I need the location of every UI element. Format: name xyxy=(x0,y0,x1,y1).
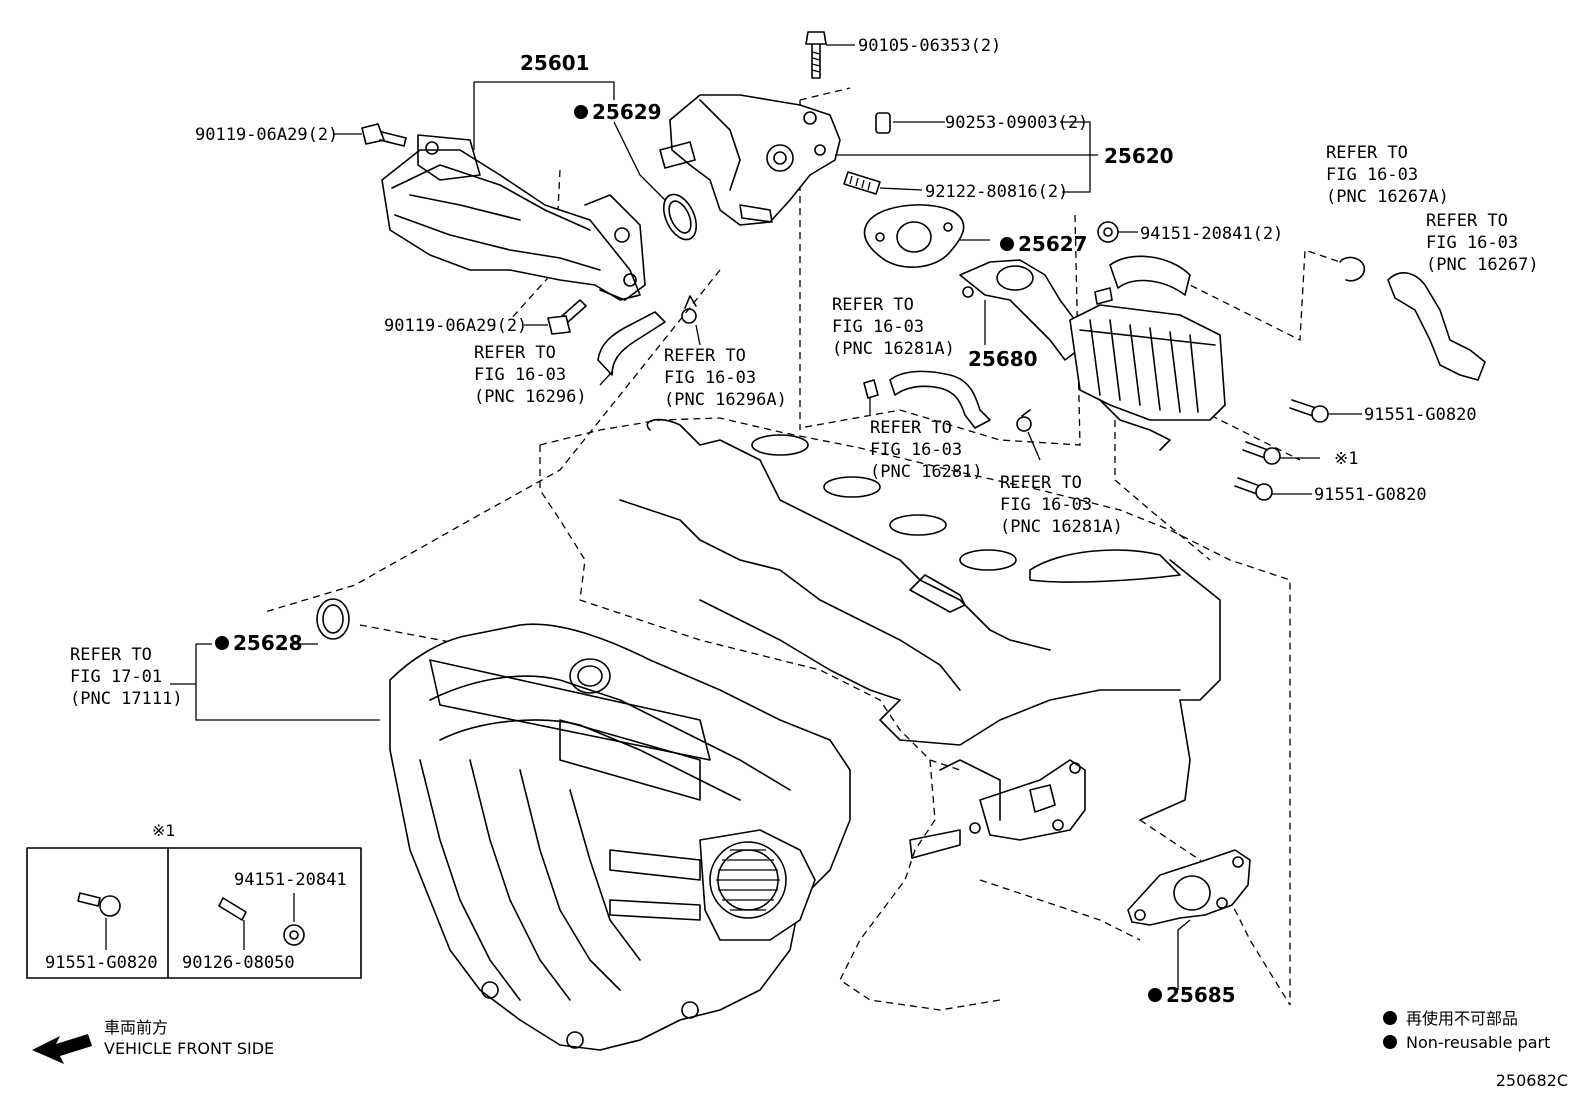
refer-16281a: REFER TO FIG 16-03 (PNC 16281A) xyxy=(1000,473,1123,537)
inset-mark: ※1 xyxy=(152,821,176,840)
callout-25627: 25627 xyxy=(1018,232,1088,256)
bolt-90105 xyxy=(805,31,827,79)
refer-16267a: REFER TO FIG 16-03 (PNC 16267A) xyxy=(1326,143,1449,207)
figure-id: 250682C xyxy=(1496,1071,1568,1090)
legend: 再使用不可部品 Non-reusable part xyxy=(1383,1009,1550,1052)
refer-line: REFER TO xyxy=(832,295,914,315)
direction-jp: 車両前方 xyxy=(104,1018,168,1037)
refer-line: REFER TO xyxy=(1000,473,1082,493)
callout-25601: 25601 xyxy=(520,51,590,75)
callout-92122: 92122-80816(2) xyxy=(925,182,1068,202)
non-reusable-dot xyxy=(1148,988,1162,1002)
inset-part-91551: 91551-G0820 xyxy=(45,953,158,973)
refer-line: (PNC 16267) xyxy=(1426,255,1539,275)
callout-90119-bottom: 90119-06A29(2) xyxy=(384,316,527,336)
refer-line: REFER TO xyxy=(1426,211,1508,231)
refer-17111: REFER TO FIG 17-01 (PNC 17111) xyxy=(70,645,196,709)
egr-valve-25620 xyxy=(659,94,841,226)
bolts-right xyxy=(1234,399,1329,501)
refer-line: (PNC 16267A) xyxy=(1326,187,1449,207)
nut-94151 xyxy=(1097,221,1119,243)
direction-en: VEHICLE FRONT SIDE xyxy=(104,1039,274,1058)
refer-line: FIG 16-03 xyxy=(870,440,962,460)
gasket-25627 xyxy=(863,204,965,268)
callout-90105: 90105-06353(2) xyxy=(858,36,1001,56)
callout-25620: 25620 xyxy=(1104,144,1174,168)
gasket-25629 xyxy=(662,193,698,241)
refer-blocks: REFER TO FIG 16-03 (PNC 16296) REFER TO … xyxy=(70,143,1539,709)
callout-25685: 25685 xyxy=(1166,983,1236,1007)
intake-manifold xyxy=(389,623,851,1051)
callout-90119-top: 90119-06A29(2) xyxy=(195,125,338,145)
callout-94151: 94151-20841(2) xyxy=(1140,224,1283,244)
leader-lines xyxy=(195,44,1362,990)
refer-16296: REFER TO FIG 16-03 (PNC 16296) xyxy=(474,343,587,407)
refer-line: (PNC 16296A) xyxy=(664,390,787,410)
refer-16281: REFER TO FIG 16-03 (PNC 16281) xyxy=(870,418,983,482)
refer-line: FIG 16-03 xyxy=(832,317,924,337)
inset-part-90126: 90126-08050 xyxy=(182,953,295,973)
stud-92122 xyxy=(843,171,881,195)
refer-line: REFER TO xyxy=(474,343,556,363)
legend-en: Non-reusable part xyxy=(1406,1033,1550,1052)
vehicle-front-direction: 車両前方 VEHICLE FRONT SIDE xyxy=(32,1018,274,1064)
refer-line: FIG 17-01 xyxy=(70,667,162,687)
refer-line: (PNC 16281A) xyxy=(832,339,955,359)
callout-25629: 25629 xyxy=(592,100,662,124)
refer-line: (PNC 16281A) xyxy=(1000,517,1123,537)
callout-91551-lower: 91551-G0820 xyxy=(1314,485,1427,505)
non-reusable-dot xyxy=(215,636,229,650)
refer-line: REFER TO xyxy=(1326,143,1408,163)
refer-16267: REFER TO FIG 16-03 (PNC 16267) xyxy=(1426,211,1539,275)
refer-line: FIG 16-03 xyxy=(664,368,756,388)
refer-line: (PNC 16281) xyxy=(870,462,983,482)
callout-mark-1: ※1 xyxy=(1334,449,1358,469)
callout-25680: 25680 xyxy=(968,347,1038,371)
hoses xyxy=(597,272,1486,429)
callout-90253: 90253-09003(2) xyxy=(945,113,1088,133)
refer-line: (PNC 17111) xyxy=(70,689,183,709)
egr-cooler-25680 xyxy=(959,255,1226,451)
legend-dot-icon xyxy=(1383,1035,1397,1049)
refer-line: FIG 16-03 xyxy=(1326,165,1418,185)
inset-box: ※1 91551-G0820 90126-08050 94151-20841 xyxy=(26,821,362,979)
stud-90253 xyxy=(875,112,891,134)
legend-jp: 再使用不可部品 xyxy=(1406,1009,1518,1028)
gasket-25628 xyxy=(316,598,350,640)
cylinder-head xyxy=(599,418,1221,859)
refer-line: REFER TO xyxy=(664,346,746,366)
non-reusable-dot xyxy=(1000,237,1014,251)
refer-line: (PNC 16296) xyxy=(474,387,587,407)
refer-line: REFER TO xyxy=(870,418,952,438)
refer-line: REFER TO xyxy=(70,645,152,665)
gasket-25685 xyxy=(1127,849,1251,926)
callouts: 25601 25629 90105-06353(2) 90253-09003(2… xyxy=(195,36,1477,1007)
callout-91551-upper: 91551-G0820 xyxy=(1364,405,1477,425)
refer-line: FIG 16-03 xyxy=(474,365,566,385)
arrow-left-icon xyxy=(32,1034,92,1064)
inset-part-94151: 94151-20841 xyxy=(234,870,347,890)
bolt-90119-bottom xyxy=(547,299,587,335)
refer-line: FIG 16-03 xyxy=(1000,495,1092,515)
refer-16281a-top: REFER TO FIG 16-03 (PNC 16281A) xyxy=(832,295,955,359)
refer-16296a: REFER TO FIG 16-03 (PNC 16296A) xyxy=(664,346,787,410)
non-reusable-dot xyxy=(574,105,588,119)
clamps xyxy=(681,256,1366,432)
legend-dot-icon xyxy=(1383,1011,1397,1025)
egr-pipe-25601 xyxy=(381,134,646,301)
bolt-90119-top xyxy=(361,123,407,147)
callout-25628: 25628 xyxy=(233,631,303,655)
refer-line: FIG 16-03 xyxy=(1426,233,1518,253)
